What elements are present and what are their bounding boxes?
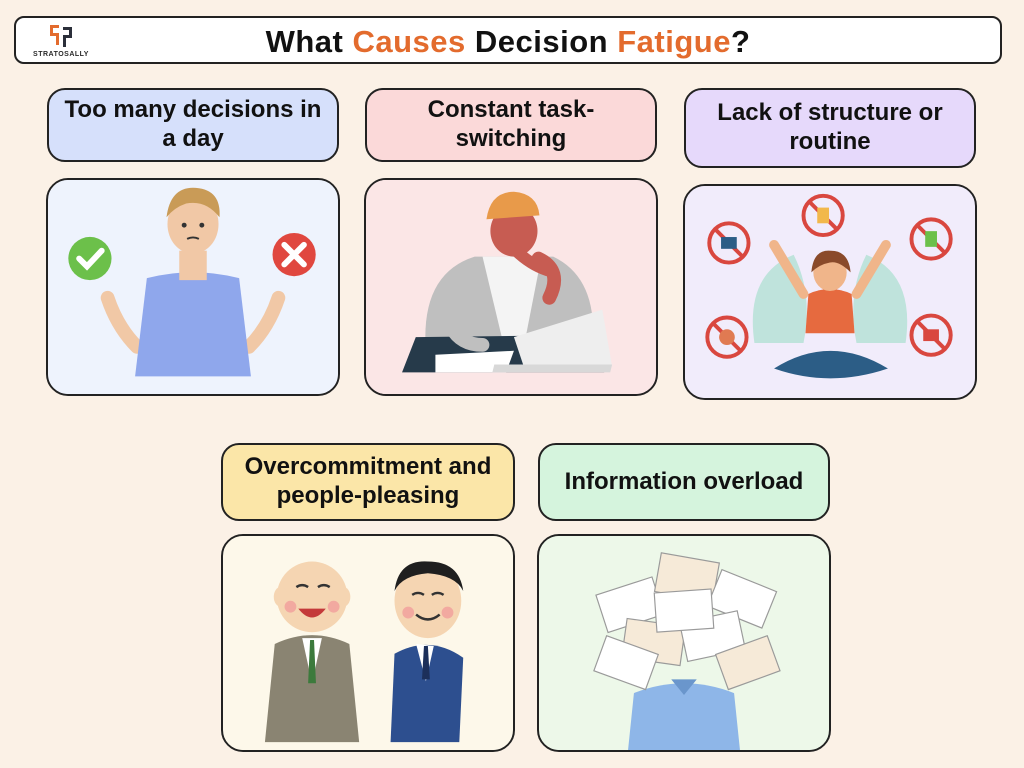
cause-label-lack-of-structure: Lack of structure or routine [684, 88, 976, 168]
cause-panel-information-overload [537, 534, 831, 752]
cause-panel-lack-of-structure [683, 184, 977, 400]
cause-label-task-switching: Constant task-switching [365, 88, 657, 162]
title-banner: STRATOSALLY What Causes Decision Fatigue… [14, 16, 1002, 64]
meditating-woman-with-prohibited-items-icon [685, 186, 975, 398]
cause-panel-task-switching [364, 178, 658, 396]
cause-label-too-many-decisions: Too many decisions in a day [47, 88, 339, 162]
logo-mark-icon [50, 25, 72, 47]
cause-panel-too-many-decisions [46, 178, 340, 396]
cause-panel-overcommitment [221, 534, 515, 752]
bowing-businessmen-icon [223, 536, 513, 750]
person-choosing-check-or-cross-icon [48, 180, 338, 394]
person-thinking-at-laptop-icon [366, 180, 656, 394]
title-part: ? [730, 24, 751, 59]
person-buried-in-papers-icon [539, 536, 829, 750]
title-part: Decision [465, 24, 618, 59]
page-title: What Causes Decision Fatigue? [16, 24, 1000, 60]
cause-label-overcommitment: Overcommitment and people-pleasing [221, 443, 515, 521]
title-accent: Fatigue [617, 24, 731, 59]
title-part: What [265, 24, 353, 59]
panel-bg [223, 536, 513, 750]
logo-text: STRATOSALLY [33, 51, 89, 58]
title-accent: Causes [352, 24, 466, 59]
stratosally-logo: STRATOSALLY [26, 23, 96, 61]
cause-label-information-overload: Information overload [538, 443, 830, 521]
